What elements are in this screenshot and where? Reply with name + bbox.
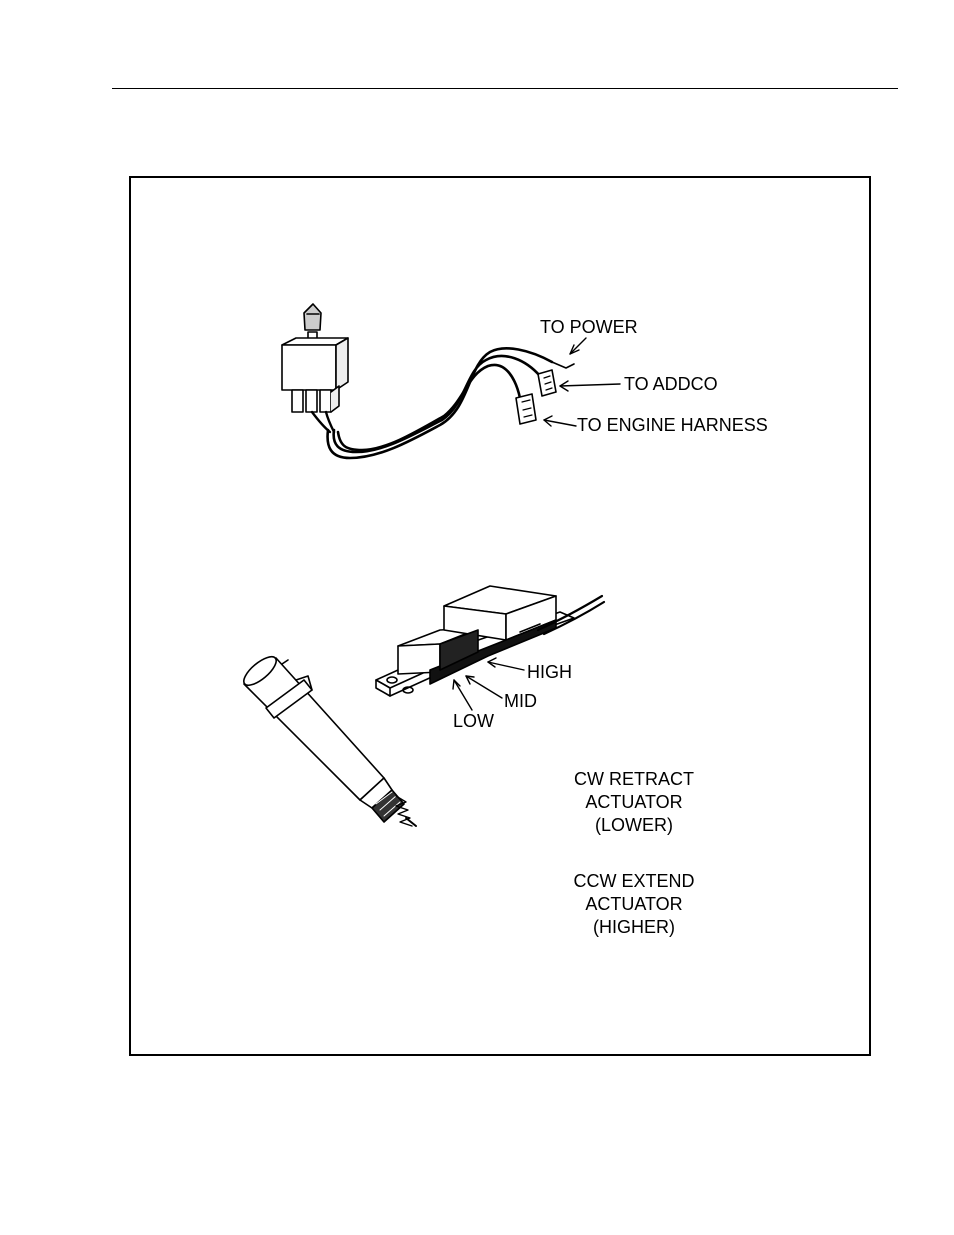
wire-harness <box>326 347 575 460</box>
label-to-addco: TO ADDCO <box>624 374 718 394</box>
label-to-engine-harness: TO ENGINE HARNESS <box>577 415 768 435</box>
switch-leader-lines <box>543 337 621 427</box>
note-ccw-line-3: (HIGHER) <box>593 917 675 937</box>
resistor-leader-lines <box>452 657 525 711</box>
note-cw-retract: CW RETRACT ACTUATOR (LOWER) <box>534 768 734 837</box>
label-high: HIGH <box>527 662 572 682</box>
label-low: LOW <box>453 711 495 731</box>
rocker-switch-illustration <box>281 303 349 434</box>
note-ccw-line-2: ACTUATOR <box>585 894 683 914</box>
header-rule <box>112 88 898 89</box>
label-mid: MID <box>504 691 537 711</box>
note-cw-line-1: CW RETRACT <box>574 769 694 789</box>
resistor-block-illustration <box>375 585 606 697</box>
note-ccw-extend: CCW EXTEND ACTUATOR (HIGHER) <box>534 870 734 939</box>
label-to-power: TO POWER <box>540 317 638 337</box>
note-cw-line-3: (LOWER) <box>595 815 673 835</box>
actuator-illustration <box>243 655 417 827</box>
figure-frame <box>129 176 871 1056</box>
note-ccw-line-1: CCW EXTEND <box>573 871 695 891</box>
note-cw-line-2: ACTUATOR <box>585 792 683 812</box>
